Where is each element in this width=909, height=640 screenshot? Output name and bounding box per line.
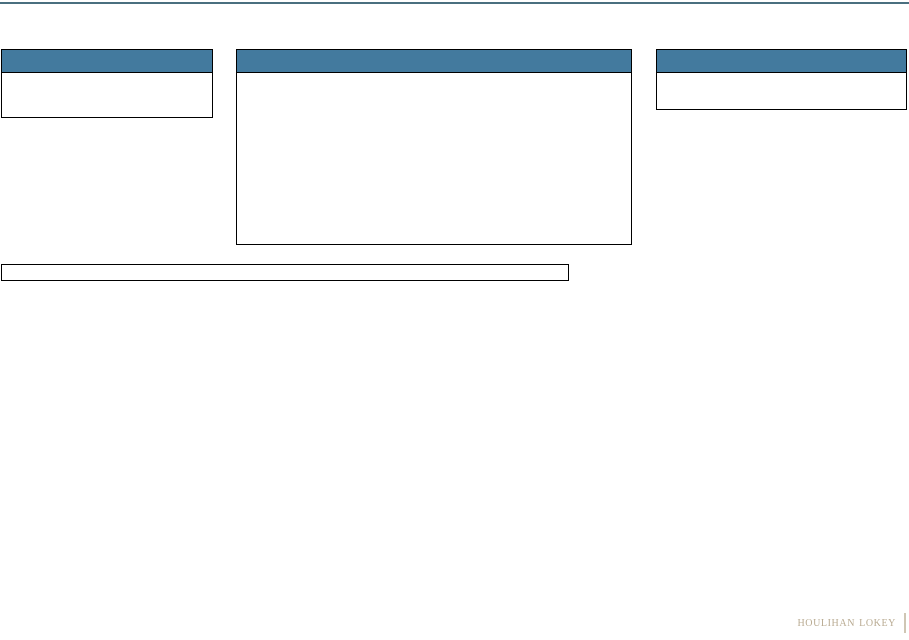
content-box-right[interactable]	[656, 49, 907, 110]
content-box-left[interactable]	[1, 49, 213, 118]
page-title	[10, 12, 890, 42]
content-box-center[interactable]	[236, 49, 632, 245]
content-box-center-body[interactable]	[237, 73, 631, 244]
brand-divider	[904, 613, 906, 633]
brand-footer: Houlihan Lokey	[797, 612, 906, 634]
content-box-left-header	[2, 50, 212, 73]
houlihan-lokey-logo: Houlihan Lokey	[797, 615, 896, 630]
content-box-right-header	[657, 50, 906, 73]
top-divider-rule	[0, 2, 909, 4]
footnote-strip[interactable]	[1, 264, 569, 281]
content-box-left-body[interactable]	[2, 73, 212, 117]
content-box-right-body[interactable]	[657, 73, 906, 109]
content-box-center-header	[237, 50, 631, 73]
